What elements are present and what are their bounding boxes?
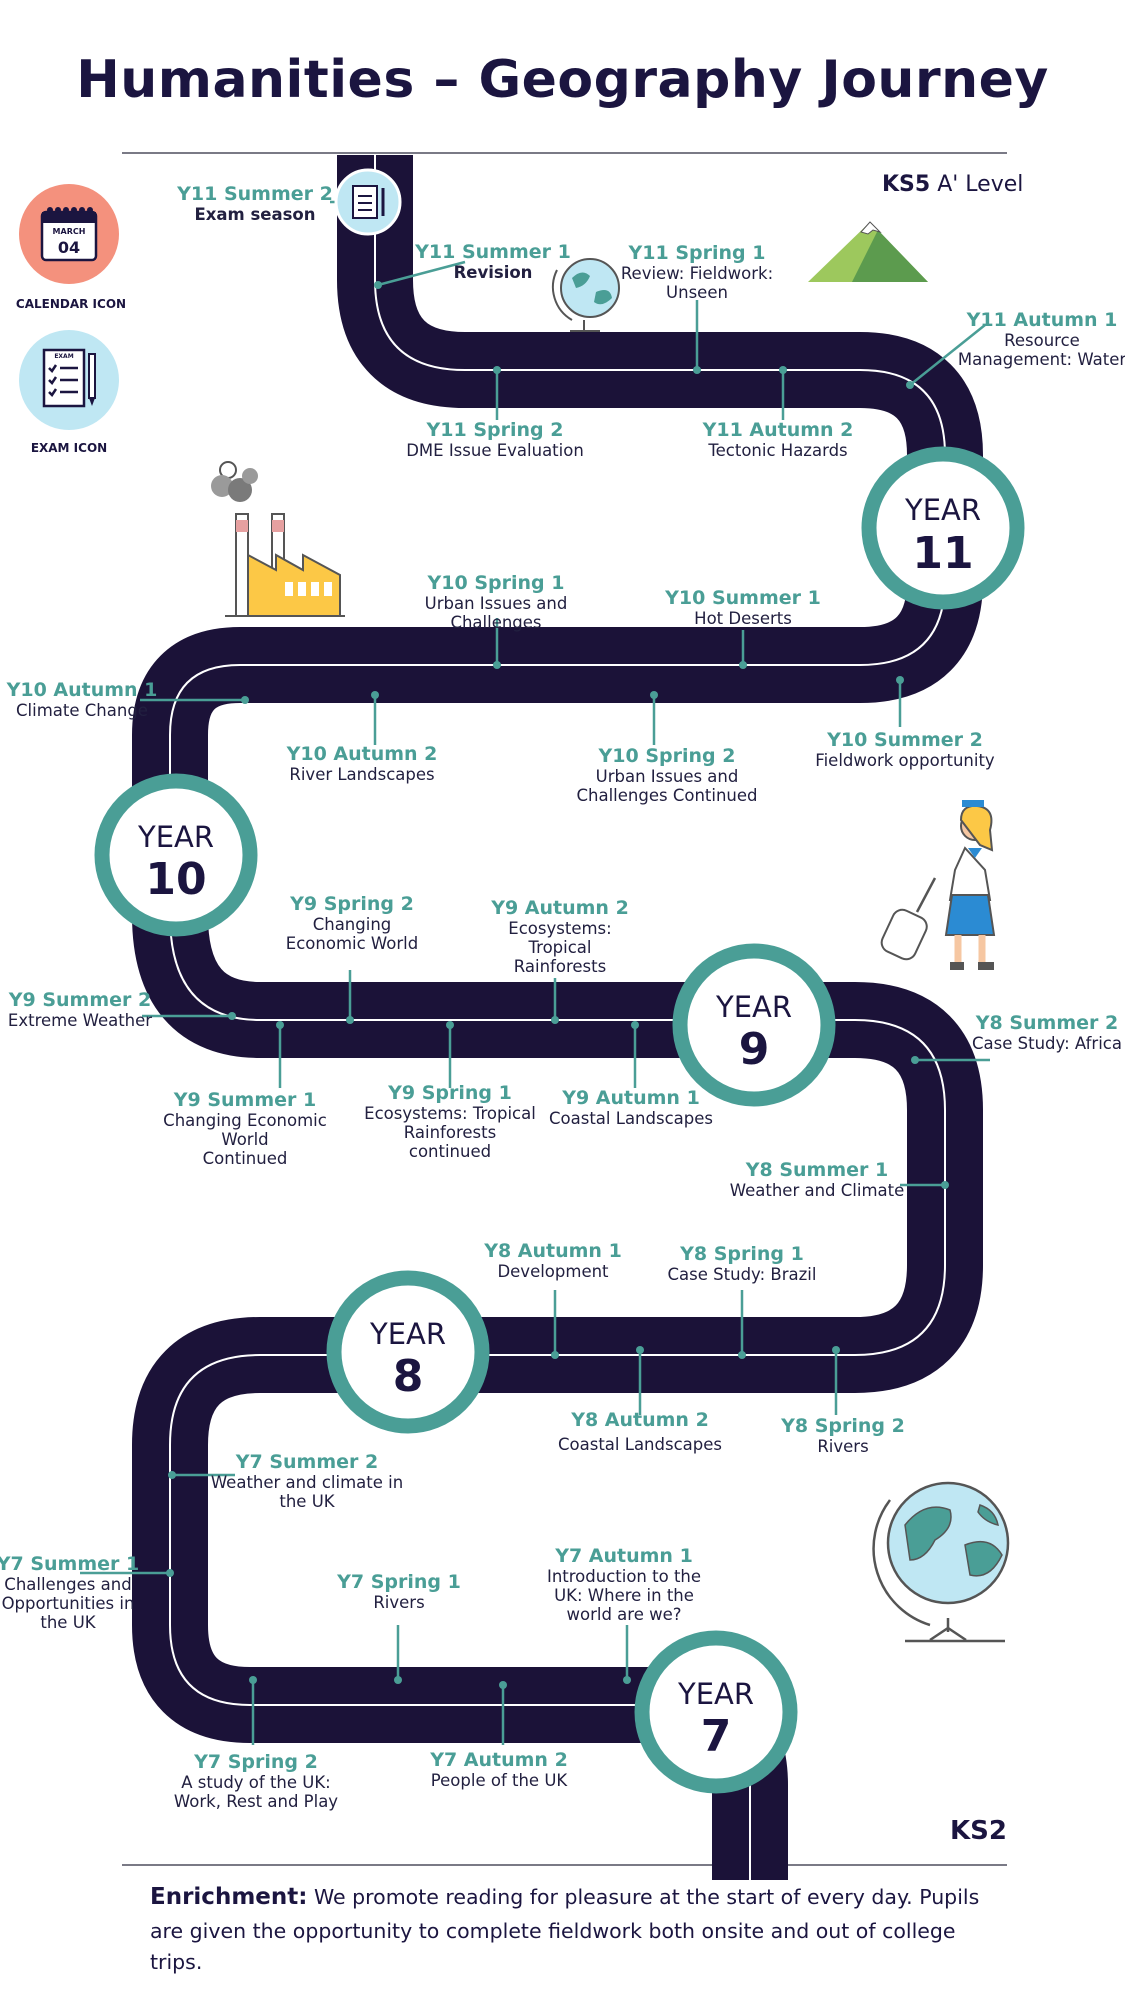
page-title: Humanities – Geography Journey — [76, 50, 1049, 110]
milestone-y8-summer1: Y8 Summer 1 Weather and Climate — [729, 1159, 905, 1200]
milestone-y9-spring2: Y9 Spring 2 Changing Economic World — [285, 893, 419, 953]
milestone-y11-spring1: Y11 Spring 1 Review: Fieldwork: Unseen — [620, 242, 774, 302]
milestone-y8-autumn2: Y8 Autumn 2 Coastal Landscapes — [558, 1409, 722, 1454]
year-11-word: YEAR — [904, 493, 981, 527]
milestone-y11-summer1: Y11 Summer 1 Revision — [415, 241, 571, 282]
milestone-y7-spring1: Y7 Spring 1 Rivers — [337, 1571, 461, 1612]
milestone-y11-autumn1: Y11 Autumn 1 Resource Management: Water — [957, 309, 1125, 369]
road-exam-icon — [334, 168, 402, 236]
small-globe-icon — [551, 258, 620, 332]
calendar-icon: MARCH 04 — [19, 184, 119, 284]
milestone-y8-spring2: Y8 Spring 2 Rivers — [781, 1415, 905, 1456]
milestone-y7-spring2: Y7 Spring 2 A study of the UK: Work, Res… — [173, 1751, 339, 1811]
year-7-circle: YEAR 7 — [634, 1630, 798, 1794]
milestone-y11-spring2: Y11 Spring 2 DME Issue Evaluation — [406, 419, 584, 460]
year-9-word: YEAR — [715, 990, 792, 1024]
year-11-number: 11 — [912, 528, 973, 579]
year-10-circle: YEAR 10 — [94, 773, 258, 937]
exam-icon-caption: EXAM ICON — [30, 441, 108, 455]
bottom-divider — [122, 1864, 1007, 1866]
milestone-y7-summer2: Y7 Summer 2 Weather and climate in the U… — [210, 1451, 404, 1511]
exam-word: EXAM — [54, 353, 73, 360]
mountain-icon — [808, 221, 928, 282]
milestone-y7-summer1: Y7 Summer 1 Challenges and Opportunities… — [0, 1553, 140, 1632]
year-7-word: YEAR — [677, 1677, 754, 1711]
top-divider — [122, 152, 1007, 154]
globe-icon — [872, 1481, 1010, 1643]
exam-icon: EXAM — [19, 330, 119, 430]
milestone-y11-autumn2: Y11 Autumn 2 Tectonic Hazards — [702, 419, 854, 460]
year-11-circle: YEAR 11 — [861, 446, 1025, 610]
milestone-y9-summer2: Y9 Summer 2 Extreme Weather — [7, 989, 153, 1030]
milestone-y10-autumn1: Y10 Autumn 1 Climate Change — [6, 679, 158, 720]
ks5-code: KS5 — [882, 172, 931, 197]
year-8-number: 8 — [393, 1351, 424, 1402]
milestone-y9-summer1: Y9 Summer 1 Changing Economic World Cont… — [163, 1089, 327, 1168]
year-8-circle: YEAR 8 — [326, 1270, 490, 1434]
factory-icon — [211, 461, 345, 617]
milestone-y10-summer2: Y10 Summer 2 Fieldwork opportunity — [815, 729, 995, 770]
ks5-label: KS5 A' Level — [882, 172, 1023, 197]
milestone-y11-summer2: Y11 Summer 2 Exam season — [177, 183, 333, 224]
milestone-y10-autumn2: Y10 Autumn 2 River Landscapes — [286, 743, 438, 784]
connector-lines — [80, 200, 990, 1745]
milestone-y7-autumn1: Y7 Autumn 1 Introduction to the UK: Wher… — [546, 1545, 702, 1624]
milestone-y8-summer2: Y8 Summer 2 Case Study: Africa — [972, 1012, 1122, 1053]
calendar-month: MARCH — [53, 227, 86, 236]
milestone-y8-spring1: Y8 Spring 1 Case Study: Brazil — [667, 1243, 817, 1284]
connector-dots — [166, 281, 949, 1689]
milestone-y10-spring1: Y10 Spring 1 Urban Issues and Challenges — [424, 572, 568, 632]
year-8-word: YEAR — [369, 1317, 446, 1351]
year-9-number: 9 — [739, 1024, 770, 1075]
milestone-y9-autumn2: Y9 Autumn 2 Ecosystems: Tropical Rainfor… — [491, 897, 629, 976]
enrichment-label: Enrichment: — [150, 1884, 308, 1910]
milestone-y9-autumn1: Y9 Autumn 1 Coastal Landscapes — [549, 1087, 713, 1128]
ks5-level: A' Level — [930, 172, 1024, 197]
calendar-day: 04 — [58, 238, 80, 257]
enrichment-note: Enrichment: We promote reading for pleas… — [150, 1880, 1010, 1979]
calendar-icon-caption: CALENDAR ICON — [15, 297, 127, 311]
year-7-number: 7 — [701, 1711, 732, 1762]
milestone-y10-summer1: Y10 Summer 1 Hot Deserts — [665, 587, 821, 628]
ks2-label: KS2 — [950, 1816, 1007, 1846]
milestone-y8-autumn1: Y8 Autumn 1 Development — [484, 1240, 622, 1281]
year-9-circle: YEAR 9 — [672, 943, 836, 1107]
milestone-y9-spring1: Y9 Spring 1 Ecosystems: Tropical Rainfor… — [364, 1082, 536, 1161]
year-10-number: 10 — [145, 854, 206, 905]
enrichment-text: We promote reading for pleasure at the s… — [150, 1885, 980, 1975]
year-10-word: YEAR — [137, 820, 214, 854]
milestone-y7-autumn2: Y7 Autumn 2 People of the UK — [430, 1749, 568, 1790]
traveller-icon — [880, 800, 996, 970]
milestone-y10-spring2: Y10 Spring 2 Urban Issues and Challenges… — [576, 745, 758, 805]
